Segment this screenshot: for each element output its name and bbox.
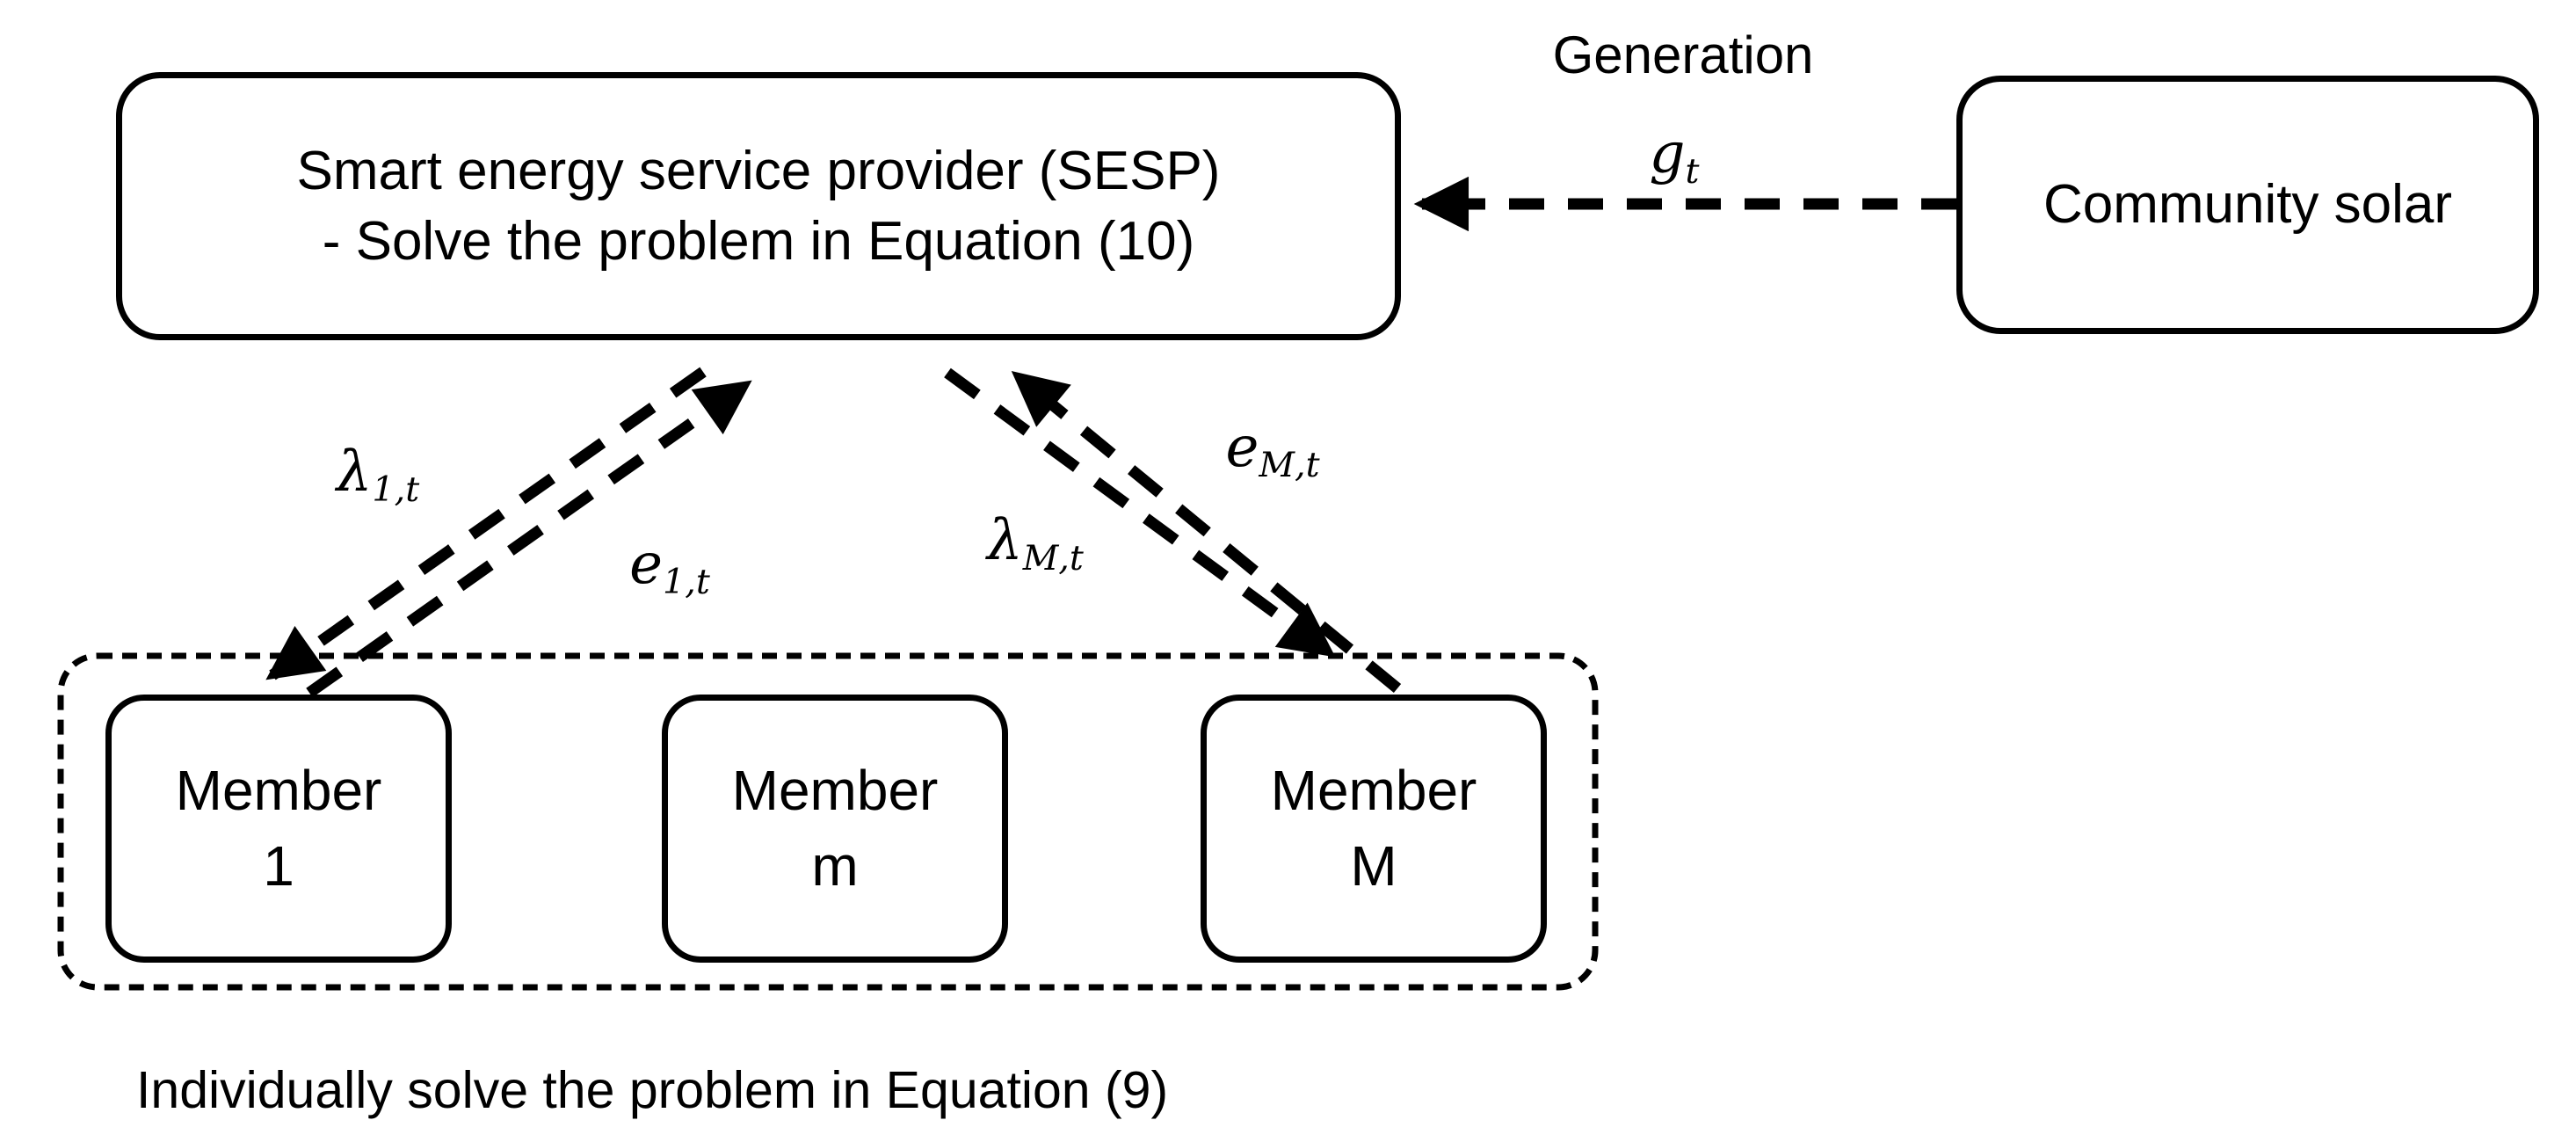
lambda-1-t-symbol: λ [336, 440, 373, 506]
member-1-box: Member 1 [105, 695, 452, 963]
member-1-label-line1: Member [175, 759, 382, 823]
e-M-t-symbol: e [1225, 415, 1259, 481]
sesp-title-line1: Smart energy service provider (SESP) [296, 141, 1221, 202]
sesp-box: Smart energy service provider (SESP) - S… [116, 72, 1401, 340]
member-m-label-line1: Member [731, 759, 939, 823]
member-M-box: Member M [1201, 695, 1547, 963]
member-M-label-line2: M [1350, 833, 1397, 898]
lambda-1-t-arrow [265, 367, 707, 680]
generation-label: Generation [1552, 25, 1814, 84]
e-M-t-subscript: M,t [1259, 444, 1320, 485]
generation-symbol-subscript: t [1685, 150, 1700, 192]
lambda-M-t-subscript: M,t [1022, 537, 1084, 578]
lambda-M-t-label: λM,t [987, 508, 1084, 578]
e-M-t-label: eM,t [1225, 415, 1319, 485]
e-1-t-label: e1,t [629, 532, 710, 602]
member-M-label-line1: Member [1270, 759, 1477, 823]
lambda-M-t-symbol: λ [987, 508, 1023, 574]
members-caption: Individually solve the problem in Equati… [136, 1061, 1169, 1119]
e-1-t-symbol: e [629, 532, 664, 598]
sesp-title-line2: - Solve the problem in Equation (10) [322, 210, 1195, 272]
member-1-label-line2: 1 [263, 833, 294, 898]
lambda-1-t-label: λ1,t [337, 440, 419, 510]
e-1-t-subscript: 1,t [663, 561, 710, 602]
generation-symbol-main: g [1649, 121, 1686, 187]
community-solar-label: Community solar [2043, 173, 2453, 235]
lambda-1-t-subscript: 1,t [372, 469, 420, 510]
community-solar-box: Community solar [1956, 76, 2539, 334]
generation-symbol: gt [1650, 121, 1700, 192]
member-m-box: Member m [662, 695, 1008, 963]
member-m-label-line2: m [811, 833, 859, 898]
